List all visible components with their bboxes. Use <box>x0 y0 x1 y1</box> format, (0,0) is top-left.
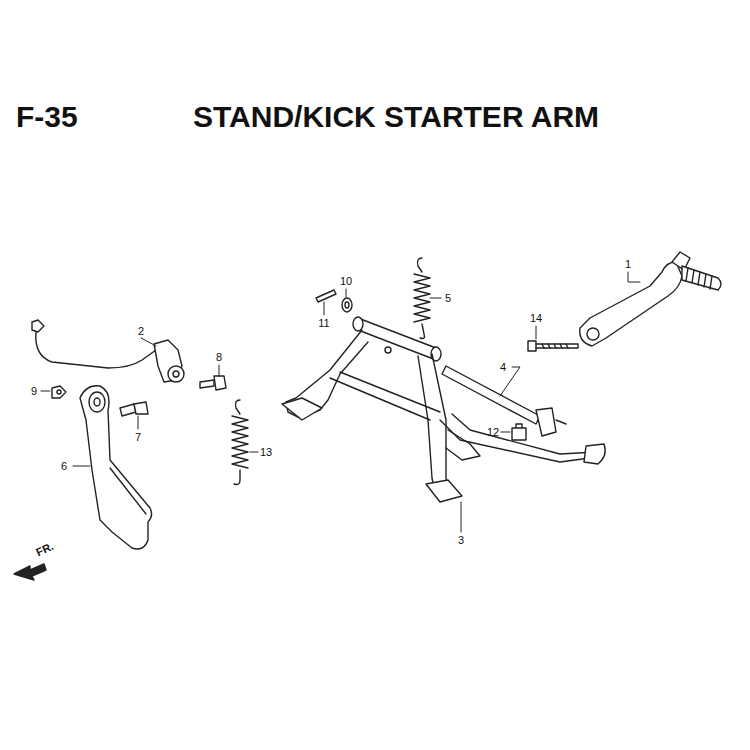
callout-number: 13 <box>260 447 272 458</box>
leader-lines <box>41 272 640 532</box>
front-indicator: FR. <box>34 541 55 558</box>
callout-number: 4 <box>500 362 506 373</box>
callout-number: 8 <box>216 352 222 363</box>
callout-number: 6 <box>61 461 67 472</box>
callout-number: 14 <box>530 313 542 324</box>
clip <box>512 424 526 440</box>
bolt <box>120 402 148 416</box>
bolt <box>528 341 578 351</box>
callout-number: 7 <box>135 432 141 443</box>
callout-number: 10 <box>340 276 352 287</box>
front-arrow <box>14 564 46 580</box>
washer <box>342 298 352 312</box>
brake-spring <box>232 400 248 485</box>
callout-number: 3 <box>458 535 464 546</box>
callout-number: 1 <box>625 259 631 270</box>
pin <box>316 290 336 302</box>
brake-switch <box>32 320 184 382</box>
nut <box>52 386 66 398</box>
callout-number: 5 <box>445 293 451 304</box>
callout-number: 12 <box>487 427 499 438</box>
callout-number: 2 <box>138 326 144 337</box>
diagram-title: STAND/KICK STARTER ARM <box>193 102 599 132</box>
bolt <box>200 376 226 390</box>
main-stand <box>282 317 605 502</box>
callout-number: 11 <box>318 318 329 329</box>
stand-spring <box>414 258 430 339</box>
pivot-shaft <box>442 366 566 436</box>
kick-starter-arm <box>580 252 721 346</box>
page-code: F-35 <box>16 102 78 132</box>
callout-number: 9 <box>31 386 37 397</box>
brake-pedal <box>80 386 152 549</box>
